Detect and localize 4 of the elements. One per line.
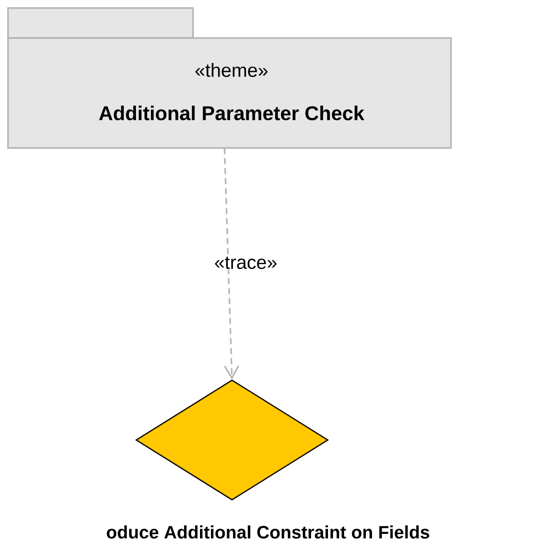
edge-label: «trace»	[213, 256, 278, 270]
diamond-label: oduce Additional Constraint on Fields	[106, 525, 430, 539]
package-box: «theme» Additional Parameter Check	[7, 7, 452, 149]
dependency-arrow	[224, 148, 240, 380]
